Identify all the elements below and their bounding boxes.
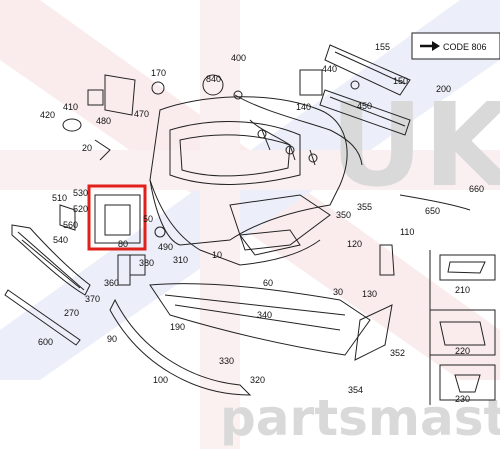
part-label: 140 — [296, 102, 311, 112]
part-label: 450 — [357, 101, 372, 111]
part-label: 170 — [151, 68, 166, 78]
small-parts — [59, 69, 360, 286]
part-label: 352 — [390, 348, 405, 358]
part-label: 510 — [52, 193, 67, 203]
part-label: 10 — [212, 250, 222, 260]
part-label: 660 — [469, 184, 484, 194]
part-label: 410 — [63, 102, 78, 112]
left-grille-mesh — [4, 224, 91, 346]
part-label: 155 — [375, 42, 390, 52]
watermark-bottom: partsmaster — [220, 389, 500, 447]
part-label: 210 — [455, 285, 470, 295]
part-label: 560 — [63, 220, 78, 230]
part-label: 330 — [219, 356, 234, 366]
part-label: 540 — [53, 235, 68, 245]
license-plate-bracket — [94, 194, 141, 244]
part-label: 600 — [38, 337, 53, 347]
part-label: 90 — [107, 334, 117, 344]
part-label: 380 — [139, 258, 154, 268]
arrow-right-icon — [432, 41, 440, 51]
part-label: 520 — [73, 204, 88, 214]
part-labels: 155 150 170 400 840 440 200 450 420 410 … — [38, 42, 484, 404]
part-label: 220 — [455, 346, 470, 356]
front-bumper-cover — [149, 96, 348, 266]
part-label: 350 — [336, 210, 351, 220]
part-label: 310 — [173, 255, 188, 265]
part-label: 100 — [153, 375, 168, 385]
part-label: 320 — [250, 375, 265, 385]
part-label: 50 — [143, 214, 153, 224]
part-label: 650 — [425, 206, 440, 216]
part-label: 60 — [263, 278, 273, 288]
part-label: 80 — [118, 239, 128, 249]
upper-trim-strip — [319, 44, 411, 136]
part-label: 360 — [104, 278, 119, 288]
code-box: CODE 806 — [411, 32, 500, 60]
part-label: 120 — [347, 239, 362, 249]
part-label: 354 — [348, 385, 363, 395]
part-label: 370 — [85, 294, 100, 304]
part-label: 400 — [231, 53, 246, 63]
wiring-harness — [233, 90, 363, 166]
part-label: 340 — [257, 310, 272, 320]
part-label: 270 — [64, 308, 79, 318]
part-label: 840 — [206, 74, 221, 84]
code-label: CODE 806 — [443, 42, 487, 52]
part-label: 190 — [170, 322, 185, 332]
part-label: 150 — [393, 76, 408, 86]
part-label: 20 — [82, 143, 92, 153]
part-label: 110 — [400, 227, 414, 237]
part-label: 440 — [322, 64, 337, 74]
part-label: 200 — [436, 84, 451, 94]
part-label: 355 — [357, 202, 372, 212]
part-label: 130 — [362, 289, 377, 299]
part-label: 530 — [73, 188, 88, 198]
part-label: 420 — [40, 110, 55, 120]
part-label: 30 — [333, 287, 343, 297]
part-label: 470 — [134, 109, 149, 119]
part-label: 480 — [96, 116, 111, 126]
part-label: 230 — [455, 394, 470, 404]
highlighted-part-frame — [87, 184, 147, 251]
part-label: 490 — [158, 242, 173, 252]
